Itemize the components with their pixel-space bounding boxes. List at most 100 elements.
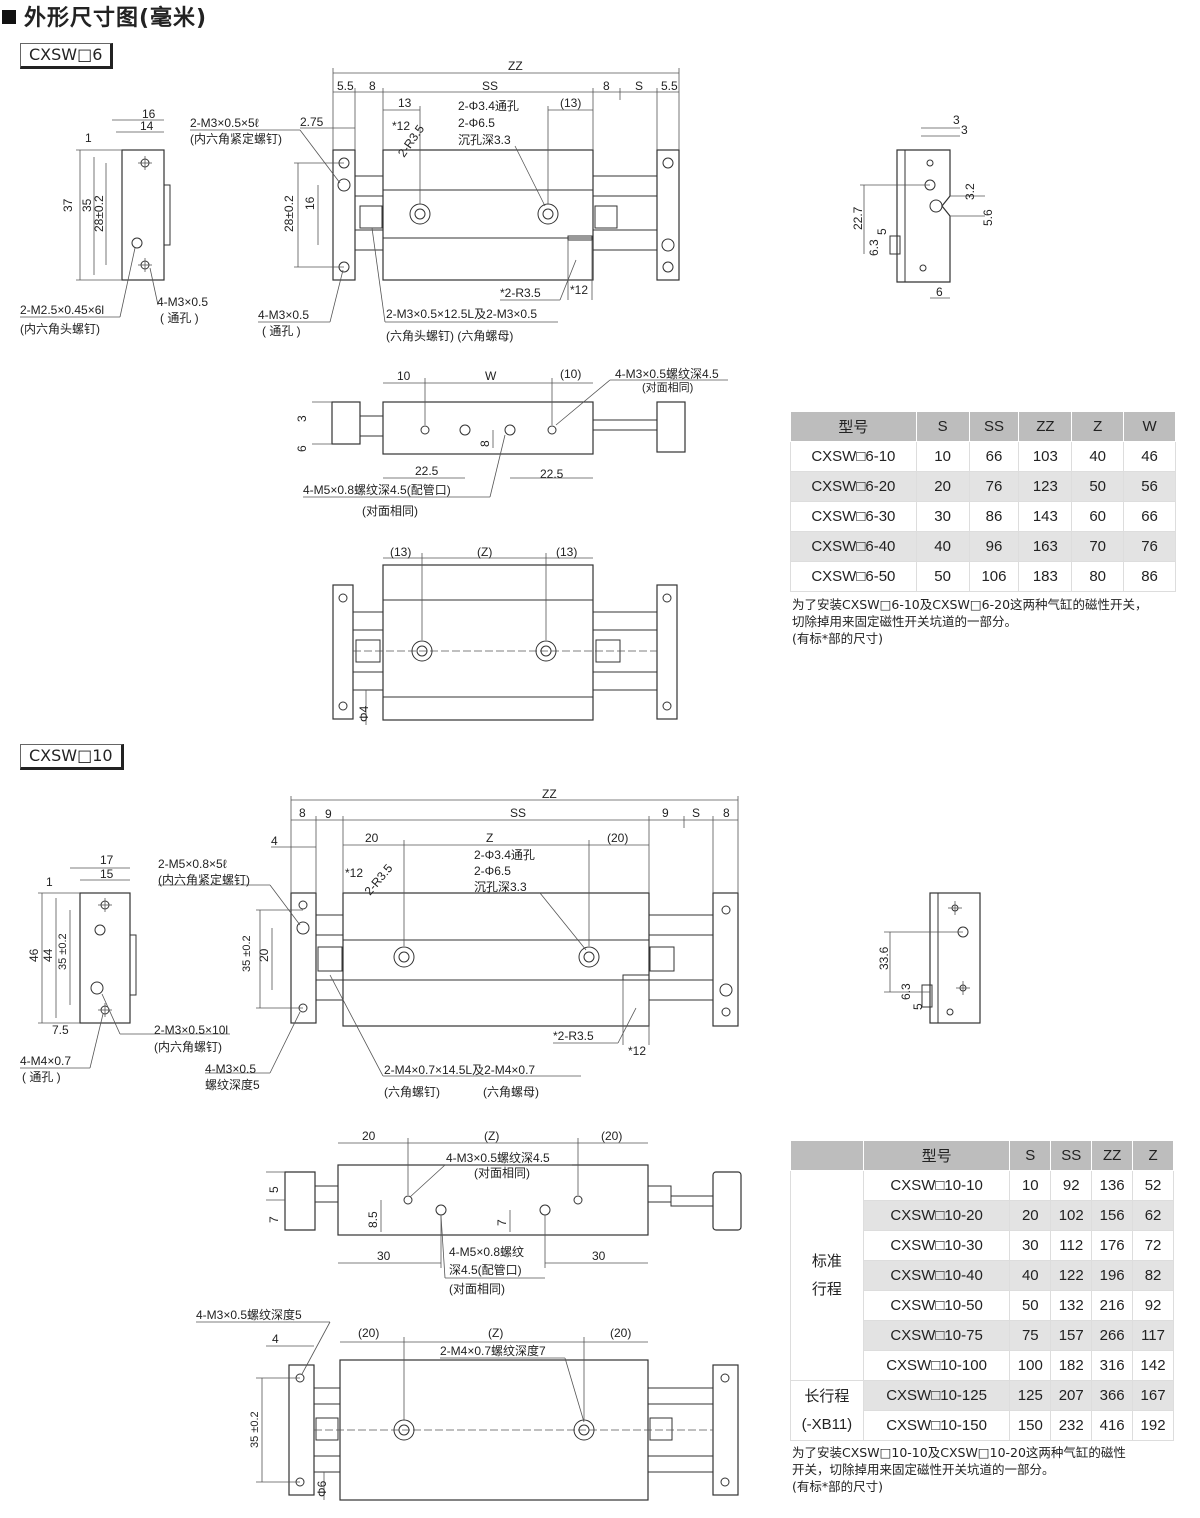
dim-44: 44: [41, 948, 55, 962]
note-hole-dia-10: 2-Φ6.5: [474, 864, 511, 878]
cell: CXSW□6-30: [790, 501, 917, 532]
note-thread: 4-M3×0.5螺纹深4.5: [615, 367, 719, 381]
footnote-line: (有标*部的尺寸): [792, 631, 884, 646]
cell: 92: [1132, 1290, 1174, 1321]
end-plate-right: [656, 149, 680, 281]
dim-6.3-end10: 6.3: [899, 983, 913, 1000]
note-thru-10: 4-M4×0.7: [20, 1054, 71, 1068]
model-tag-cxsw10: CXSW□10: [20, 744, 124, 770]
note-socket-screw: 2-M3×0.5×10l: [154, 1023, 228, 1037]
cell: 40: [1071, 441, 1125, 472]
cell: 20: [915, 471, 970, 502]
cell: 96: [968, 531, 1020, 562]
dim-z-top10: (Z): [484, 1129, 499, 1143]
cell: 66: [1123, 501, 1176, 532]
header-s: S: [915, 411, 970, 442]
cell: 75: [1009, 1320, 1052, 1351]
cell: 122: [1050, 1260, 1093, 1291]
cell: 60: [1071, 501, 1125, 532]
dim-s: S: [635, 79, 643, 93]
header-zz: ZZ: [1091, 1140, 1134, 1171]
header-model: 型号: [790, 411, 917, 442]
dim-20a-bottom10: (20): [358, 1326, 379, 1340]
cell: CXSW□10-75: [862, 1320, 1011, 1351]
cell: CXSW□6-20: [790, 471, 917, 502]
note-thru-type: ( 通孔 ): [160, 311, 199, 325]
dim-3: 3: [295, 415, 309, 422]
screw-hole-icon: [131, 237, 143, 249]
dim-3.2: 3.2: [963, 183, 977, 200]
cxsw6-front-view: ZZ 5.5 8 SS 8 S 5.5 13 (13) 2.75 *12 2-R…: [190, 59, 680, 343]
note-thread-bottom10: 4-M3×0.5螺纹深度5: [196, 1307, 302, 1322]
dim-s-10: S: [692, 806, 700, 820]
cell: 416: [1091, 1410, 1134, 1441]
footnote-line: 切除掉用来固定磁性开关坑道的一部分。: [792, 614, 1018, 629]
dim-12-star-10: *12: [345, 866, 363, 880]
note-hex-screw: 2-M3×0.5×12.5L及2-M3×0.5: [386, 307, 537, 321]
cell: 62: [1132, 1200, 1174, 1231]
cxsw10-top-view: 20 (Z) (20) 4-M3×0.5螺纹深4.5 (对面相同) 5 7 8.…: [266, 1129, 742, 1296]
cell: 142: [1132, 1350, 1174, 1381]
footnote-line: 为了安装CXSW□6-10及CXSW□6-20这两种气缸的磁性开关，: [792, 597, 1148, 612]
dim-20-10: 20: [365, 831, 379, 845]
dim-r3.5-star-10: *2-R3.5: [553, 1029, 594, 1043]
cell: 92: [1050, 1170, 1093, 1201]
dim-3a: 3: [953, 113, 960, 127]
dim-14: 14: [140, 119, 154, 133]
note-thread-opp-top10: (对面相同): [474, 1166, 530, 1180]
cell: 163: [1018, 531, 1073, 562]
cell: 266: [1091, 1320, 1134, 1351]
cell: 132: [1050, 1290, 1093, 1321]
dim-10: 10: [397, 369, 411, 383]
note-hex-screw-type: (六角头螺钉) (六角螺母): [386, 329, 513, 343]
cell: 216: [1091, 1290, 1134, 1321]
dim-46: 46: [27, 948, 41, 962]
header-w: W: [1123, 411, 1176, 442]
dim-37: 37: [61, 198, 75, 212]
cell: 66: [968, 441, 1020, 472]
note-hole-dia: 2-Φ6.5: [458, 116, 495, 130]
cxsw6-end-view: 3 3 3.2 5.6 22.7 5 6.3 6: [851, 113, 995, 299]
cell: 10: [915, 441, 970, 472]
dim-22.7: 22.7: [851, 206, 865, 230]
note-port-opp-top10: (对面相同): [449, 1282, 505, 1296]
dim-8: 8: [478, 440, 492, 447]
footnote-line: 为了安装CXSW□10-10及CXSW□10-20这两种气缸的磁性: [792, 1445, 1126, 1460]
group-long-stroke: 长行程 (-XB11): [790, 1380, 864, 1441]
cell: CXSW□6-50: [790, 561, 917, 592]
note-thread-m4: 2-M4×0.7螺纹深度7: [440, 1343, 546, 1358]
cell: 207: [1050, 1380, 1093, 1411]
note-screw-type: (内六角头螺钉): [20, 322, 100, 336]
dim-3b: 3: [961, 123, 968, 137]
dim-20-paren-top10: (20): [601, 1129, 622, 1143]
cell: 46: [1123, 441, 1176, 472]
dim-30-right-top10: 30: [592, 1249, 606, 1263]
page-title-text: 外形尺寸图(毫米): [24, 6, 208, 31]
cylinder-top-10: [337, 1164, 649, 1236]
dim-5-end10: 5: [911, 1003, 925, 1010]
dim-1-10: 1: [46, 875, 53, 889]
dim-35-tol-bottom10: 35 ±0.2: [249, 1411, 261, 1448]
cxsw6-bottom-view: (13) (Z) (13) Φ4: [332, 545, 678, 725]
dim-z-bottom10: (Z): [488, 1326, 503, 1340]
dim-20-v-10: 20: [257, 948, 271, 962]
cxsw6-side-view: 16 14 1 37 35 28±0.2 2-M2.5×0.45×6l (内六角…: [20, 107, 208, 336]
header-blank: [790, 1140, 864, 1171]
note-socket-screw-type: (内六角螺钉): [154, 1040, 222, 1054]
cylinder-body: [382, 149, 594, 281]
cell: 86: [968, 501, 1020, 532]
dim-35-tol: 35 ±0.2: [57, 933, 69, 970]
dim-16: 16: [142, 107, 156, 121]
cell: CXSW□6-10: [790, 441, 917, 472]
note-set-screw: 2-M3×0.5×5ℓ: [190, 116, 259, 130]
cell: 192: [1132, 1410, 1174, 1441]
header-s: S: [1009, 1140, 1052, 1171]
dim-17: 17: [100, 853, 114, 867]
